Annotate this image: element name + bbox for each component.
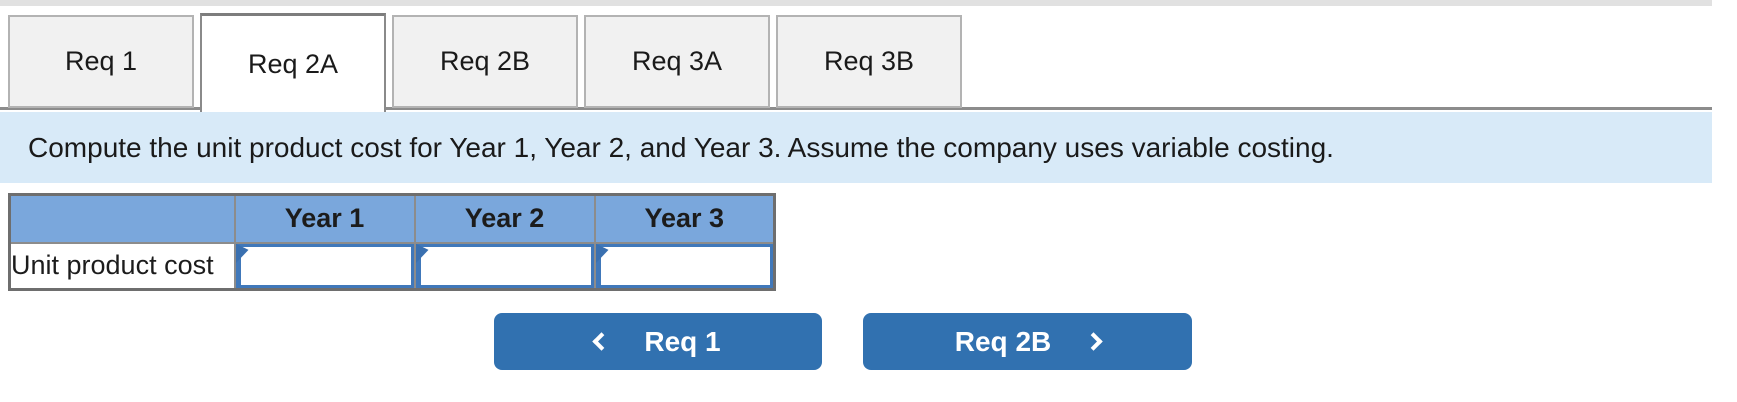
year-2-value-input[interactable] bbox=[415, 243, 594, 288]
tab-req-1[interactable]: Req 1 bbox=[8, 15, 194, 108]
tab-req-2a[interactable]: Req 2A bbox=[200, 13, 386, 112]
next-req-label: Req 2B bbox=[954, 325, 1052, 357]
tab-req-3b[interactable]: Req 3B bbox=[776, 15, 962, 108]
year-1-value-input[interactable] bbox=[235, 243, 414, 288]
top-divider bbox=[0, 0, 1712, 6]
chevron-left-icon bbox=[592, 332, 612, 351]
input-cell-year-1 bbox=[233, 241, 416, 291]
input-cell-year-3 bbox=[593, 241, 776, 291]
prev-req-label: Req 1 bbox=[644, 325, 721, 357]
input-cell-year-2 bbox=[413, 241, 596, 291]
tabbar-underline bbox=[0, 107, 1712, 110]
col-header-year-1: Year 1 bbox=[233, 193, 416, 244]
instruction-banner: Compute the unit product cost for Year 1… bbox=[0, 112, 1712, 183]
tab-req-3a[interactable]: Req 3A bbox=[584, 15, 770, 108]
col-header-blank bbox=[8, 193, 236, 244]
table-header-row: Year 1 Year 2 Year 3 bbox=[8, 193, 776, 244]
table-row: Unit product cost bbox=[8, 241, 776, 291]
instruction-text: Compute the unit product cost for Year 1… bbox=[28, 131, 1334, 163]
unit-product-cost-table: Year 1 Year 2 Year 3 Unit product cost bbox=[8, 193, 776, 291]
tab-req-2b[interactable]: Req 2B bbox=[392, 15, 578, 108]
prev-req-button[interactable]: Req 1 bbox=[494, 313, 822, 370]
col-header-year-2: Year 2 bbox=[413, 193, 596, 244]
chevron-right-icon bbox=[1084, 332, 1103, 351]
col-header-year-3: Year 3 bbox=[593, 193, 776, 244]
requirement-tabs: Req 1 Req 2A Req 2B Req 3A Req 3B bbox=[0, 0, 1737, 112]
next-req-button[interactable]: Req 2B bbox=[863, 313, 1192, 370]
year-3-value-input[interactable] bbox=[595, 243, 773, 288]
row-label-unit-product-cost: Unit product cost bbox=[8, 241, 236, 291]
